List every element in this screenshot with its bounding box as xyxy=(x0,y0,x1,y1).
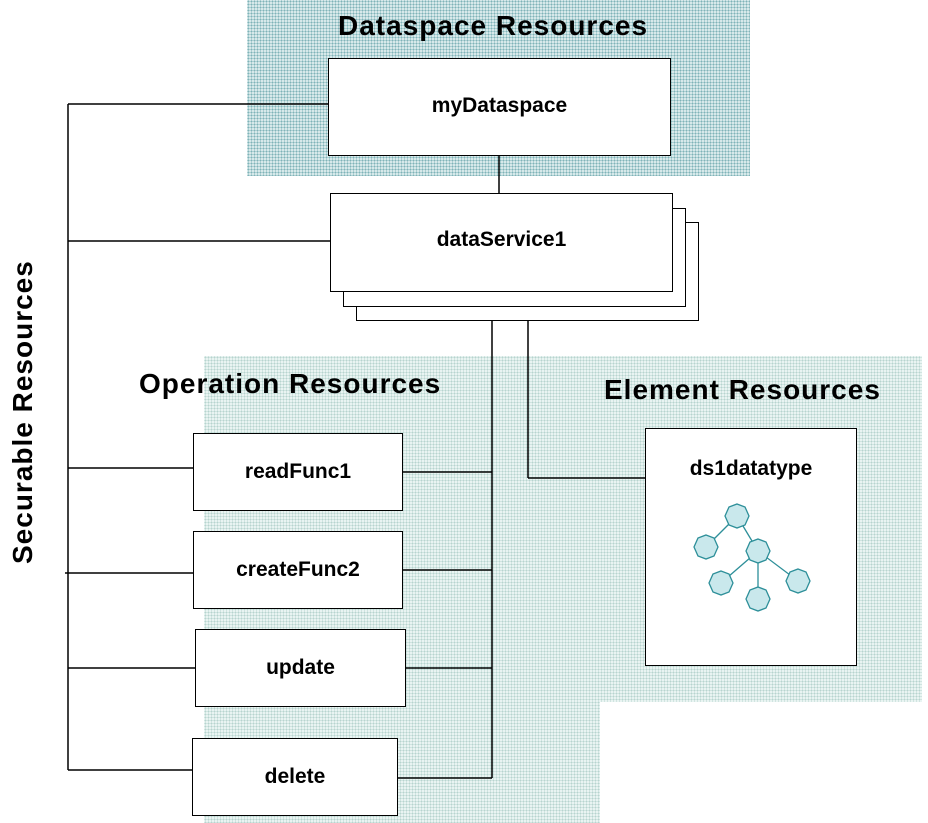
dataspace-resources-heading: Dataspace Resources xyxy=(338,10,649,41)
element-resources-heading: Element Resources xyxy=(604,374,881,405)
operation-node-update[interactable]: update xyxy=(195,629,406,707)
operation-node-read[interactable]: readFunc1 xyxy=(193,433,403,511)
securable-resources-heading: Securable Resources xyxy=(7,260,38,564)
operation-resources-heading: Operation Resources xyxy=(139,368,442,399)
datatype-tree-icon xyxy=(693,503,811,612)
element-node-label: ds1datatype xyxy=(689,457,813,480)
dataspace-node[interactable]: myDataspace xyxy=(328,58,671,156)
operation-node-create[interactable]: createFunc2 xyxy=(193,531,403,609)
operation-node-delete[interactable]: delete xyxy=(192,738,398,816)
data-service-node[interactable]: dataService1 xyxy=(330,193,673,292)
element-node[interactable]: ds1datatype xyxy=(645,428,857,666)
